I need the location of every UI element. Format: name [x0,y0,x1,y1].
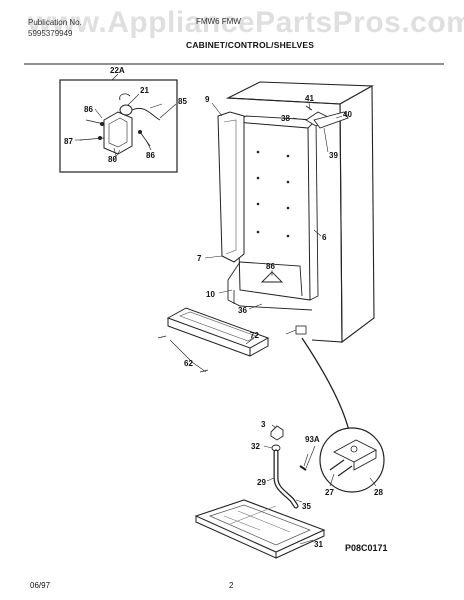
callout-28: 28 [374,488,383,497]
wire [131,108,161,121]
callout-21: 21 [140,86,149,95]
callout-87: 87 [64,137,73,146]
drain-pan [194,499,326,559]
callout-27: 27 [325,488,334,497]
callout-62: 62 [184,359,193,368]
model-number: FMW6 FMW [196,17,241,26]
callout-31: 31 [314,540,323,549]
toe-grille [157,307,270,373]
callout-93A: 93A [305,435,320,444]
callout-38: 38 [281,114,290,123]
control-housing [103,111,133,155]
section-title: CABINET/CONTROL/SHELVES [186,40,315,50]
callout-72: 72 [250,331,259,340]
callout-29: 29 [257,478,266,487]
callout-80: 80 [108,155,117,164]
inset-frame [59,79,178,173]
callout-10: 10 [206,290,215,299]
leader-lines [75,93,377,545]
callout-40: 40 [343,110,352,119]
diagram-code: P08C0171 [345,543,388,553]
page-number: 2 [229,581,234,590]
callout-85: 85 [178,97,187,106]
publication-info: Publication No. 5995379949 [28,17,82,39]
callout-3: 3 [261,420,266,429]
callout-labels: 22A 21 85 86 87 80 86 9 41 38 40 39 6 7 … [64,66,383,549]
callout-9: 9 [205,95,210,104]
hinge-detail [319,427,385,493]
watermark: www.AppliancePartsPros.com [28,6,464,39]
revision-date: 06/97 [30,581,51,590]
callout-32: 32 [251,442,260,451]
publication-label: Publication No. [28,18,82,27]
callout-35: 35 [302,502,311,511]
drain-parts [270,425,309,509]
callout-86-inset-top: 86 [84,105,93,114]
callout-41: 41 [305,94,314,103]
callout-39: 39 [329,151,338,160]
control-inset [59,73,178,173]
callout-6: 6 [322,233,327,242]
callout-86-inset-bottom: 86 [146,151,155,160]
callout-36: 36 [238,306,247,315]
publication-number: 5995379949 [28,29,73,38]
freezer-cabinet [217,81,375,344]
callout-7: 7 [197,254,202,263]
lamp-socket [119,104,133,116]
callout-22A: 22A [110,66,125,75]
callout-86-cabinet: 86 [266,262,275,271]
